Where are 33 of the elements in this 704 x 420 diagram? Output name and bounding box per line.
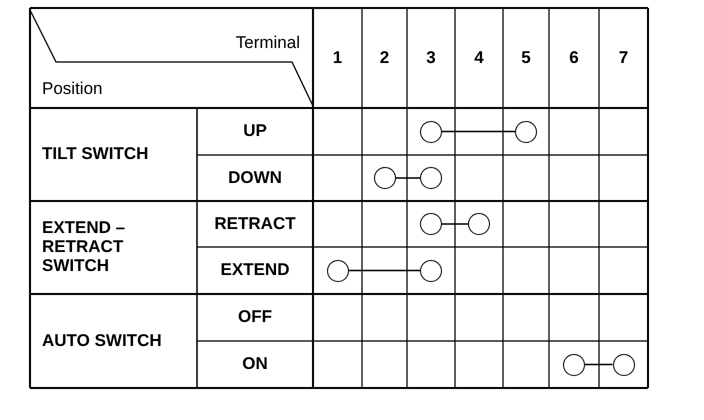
contact-circle bbox=[563, 354, 585, 376]
cell-label: OFF bbox=[238, 308, 272, 327]
cell-label: UP bbox=[243, 122, 267, 141]
contact-circle bbox=[420, 120, 442, 142]
terminal-number: 3 bbox=[426, 48, 436, 68]
cell-label: DOWN bbox=[228, 168, 282, 188]
cell-label: ON bbox=[242, 355, 268, 374]
contact-circle bbox=[612, 354, 634, 376]
contact-circle bbox=[468, 213, 490, 235]
terminal-number: 4 bbox=[474, 48, 484, 68]
contact-circle bbox=[326, 260, 348, 282]
contact-circle bbox=[374, 167, 396, 189]
terminal-number: 5 bbox=[521, 48, 531, 68]
connection-line bbox=[396, 177, 420, 179]
connection-line bbox=[442, 223, 468, 225]
contact-circle bbox=[420, 260, 442, 282]
contact-circle bbox=[420, 167, 442, 189]
connection-line bbox=[585, 364, 612, 366]
connection-line bbox=[348, 270, 420, 272]
terminal-number: 7 bbox=[618, 48, 628, 68]
connection-line bbox=[442, 130, 515, 132]
cell-label: RETRACT bbox=[214, 214, 296, 234]
cell-label: EXTEND bbox=[220, 261, 290, 280]
row-header: Position bbox=[42, 80, 102, 98]
cell-label: AUTO SWITCH bbox=[42, 332, 162, 350]
cell-label: EXTEND – RETRACT SWITCH bbox=[42, 219, 126, 276]
terminal-number: 2 bbox=[380, 48, 390, 68]
terminal-number: 1 bbox=[332, 48, 342, 68]
terminal-number: 6 bbox=[569, 48, 579, 68]
contact-circle bbox=[515, 120, 537, 142]
contact-circle bbox=[420, 213, 442, 235]
column-header: Terminal bbox=[236, 34, 300, 52]
cell-label: TILT SWITCH bbox=[42, 145, 148, 164]
